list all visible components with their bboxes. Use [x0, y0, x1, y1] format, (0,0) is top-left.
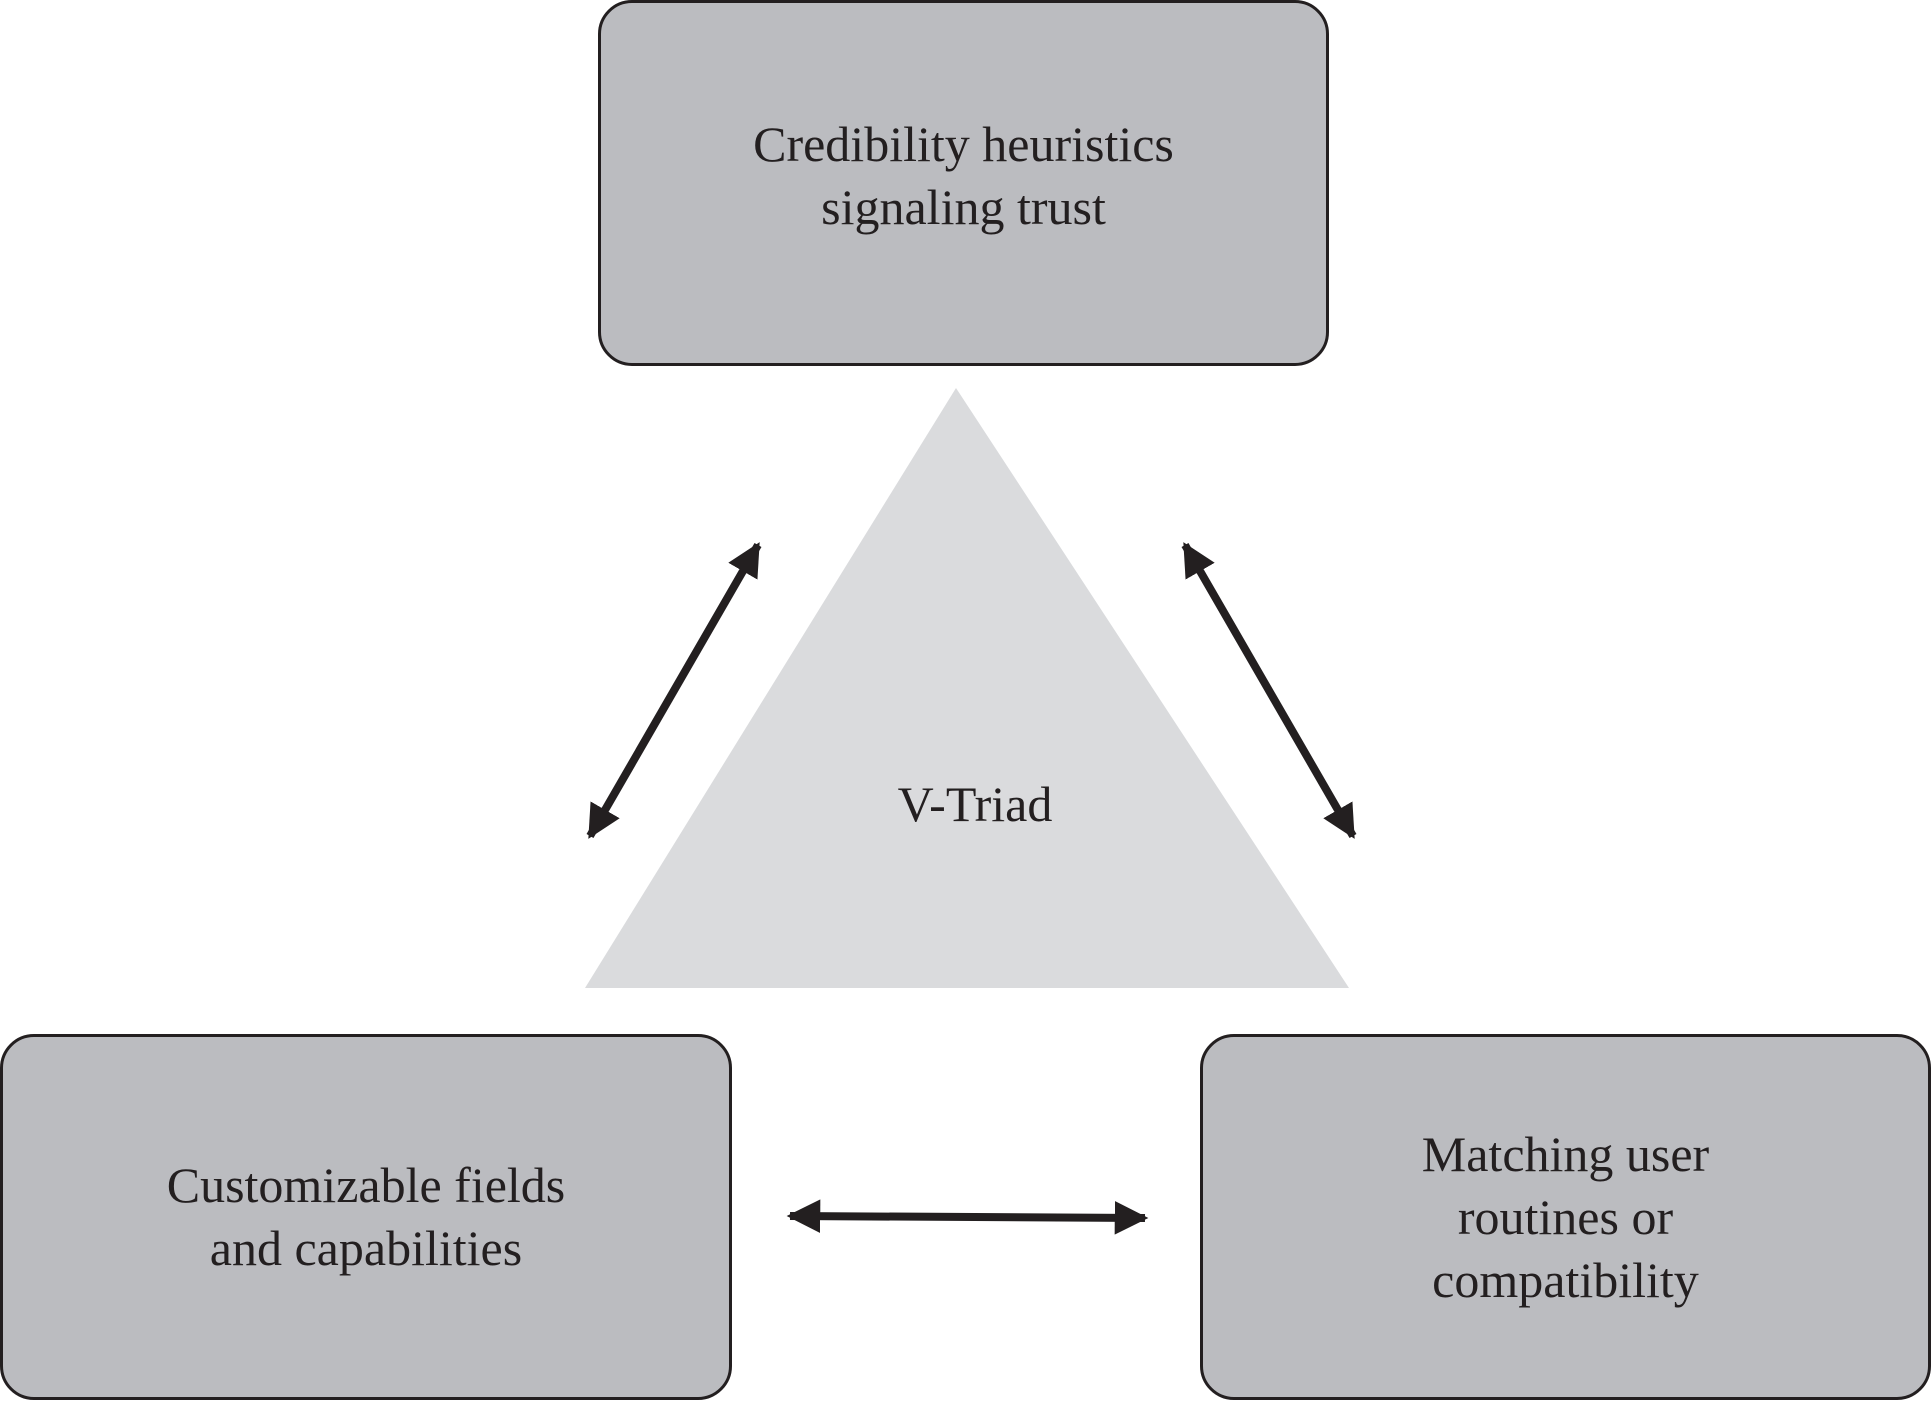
customizable-fields-label: Customizable fields and capabilities: [166, 1157, 566, 1276]
matching-user-routines-label: Matching user routines or compatibility: [1421, 1125, 1710, 1308]
v-triad-triangle: [585, 388, 1349, 988]
arrow-left-right: [786, 1199, 1149, 1235]
v-triad-label: V-Triad: [897, 776, 1053, 832]
matching-user-routines-box: Matching user routines or compatibility: [1200, 1034, 1931, 1400]
arrow-left-top: [586, 542, 762, 839]
credibility-heuristics-box: Credibility heuristics signaling trust: [598, 0, 1329, 366]
credibility-heuristics-label: Credibility heuristics signaling trust: [753, 116, 1174, 235]
arrow-top-right: [1181, 542, 1357, 839]
customizable-fields-box: Customizable fields and capabilities: [0, 1034, 732, 1400]
